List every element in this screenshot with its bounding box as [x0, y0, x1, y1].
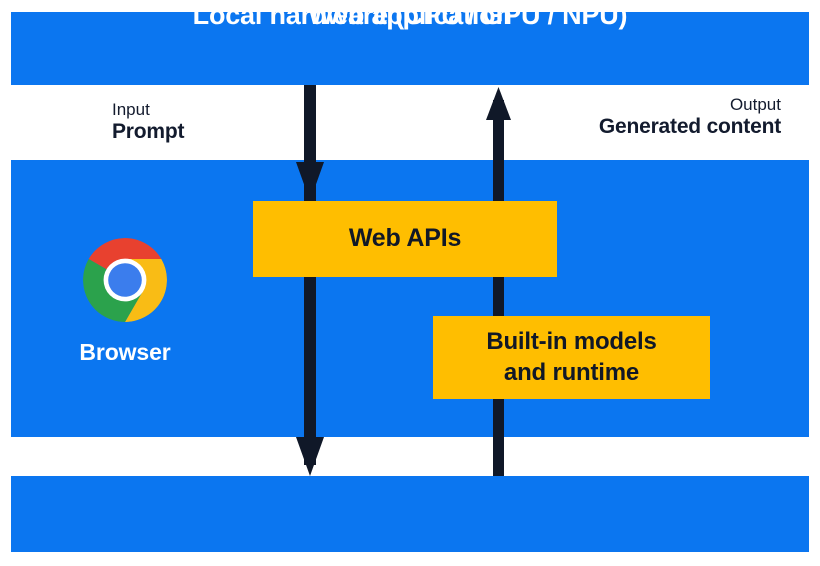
layer-local-hardware [11, 476, 809, 552]
browser-label: Browser [79, 339, 171, 365]
web-application-title: Web application [308, 0, 512, 30]
layer-web-application [11, 12, 809, 85]
input-kind-label: Input [112, 100, 150, 119]
built-in-models-line-1: Built-in models [486, 328, 657, 356]
output-value-label: Generated content [598, 115, 781, 139]
web-apis-label: Web APIs [348, 224, 462, 253]
web-apis-box: Web APIs [253, 201, 557, 277]
chrome-logo-icon [83, 238, 167, 322]
input-value-label: Prompt [112, 120, 185, 144]
input-flow-label: Input Prompt [112, 100, 185, 145]
built-in-models-line-2: and runtime [503, 358, 640, 386]
output-kind-label: Output [729, 95, 781, 114]
built-in-models-box: Built-in models and runtime [433, 316, 710, 399]
output-flow-label: Output Generated content [599, 95, 781, 140]
browser-identity: Browser [45, 238, 205, 366]
built-in-models-label: Built-in models and runtime [486, 327, 657, 387]
local-hardware-title: Local hardware (CPU / GPU / NPU) [192, 0, 628, 30]
